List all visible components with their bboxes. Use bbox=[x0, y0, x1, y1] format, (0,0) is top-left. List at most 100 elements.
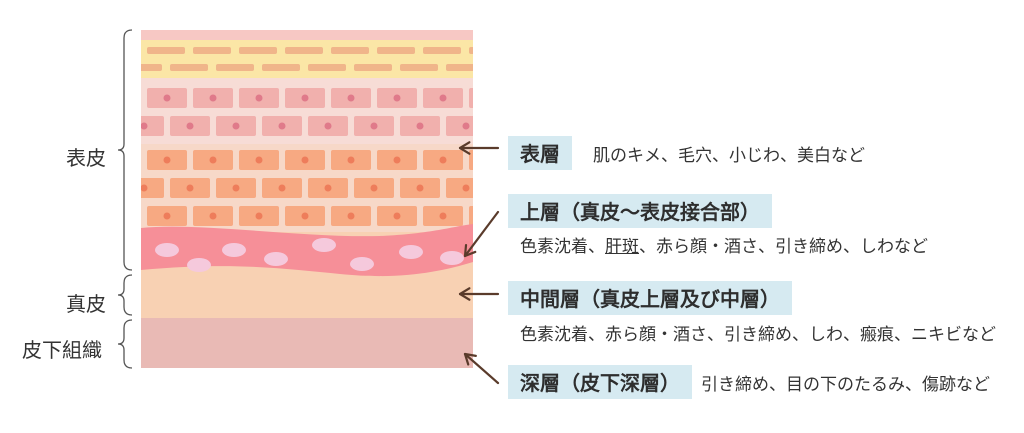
horny-brick bbox=[147, 47, 185, 54]
label-epidermis: 表皮 bbox=[66, 146, 106, 170]
bracket-epidermis bbox=[117, 29, 133, 271]
horny-brick bbox=[262, 64, 300, 71]
desc-surface-layer: 肌のキメ、毛穴、小じわ、美白など bbox=[593, 146, 865, 166]
horny-brick bbox=[446, 64, 473, 71]
cell-oval bbox=[350, 257, 374, 271]
horny-brick bbox=[377, 47, 415, 54]
cell-nucleus bbox=[347, 94, 355, 102]
horny-layer bbox=[141, 40, 473, 78]
cell-nucleus bbox=[439, 156, 447, 164]
cell-nucleus bbox=[416, 184, 424, 192]
label-dermis: 真皮 bbox=[66, 292, 106, 316]
cell-nucleus bbox=[141, 122, 148, 130]
cell-nucleus bbox=[486, 213, 493, 220]
cell-oval bbox=[155, 243, 179, 257]
horny-brick bbox=[423, 47, 461, 54]
cell-nucleus bbox=[301, 212, 309, 220]
horny-brick bbox=[308, 64, 346, 71]
cell-nucleus bbox=[232, 122, 240, 130]
arrow-middle-layer bbox=[458, 287, 500, 301]
horny-brick bbox=[331, 47, 369, 54]
spiny-cell bbox=[446, 116, 473, 136]
cell-nucleus bbox=[209, 94, 217, 102]
cell-nucleus bbox=[163, 94, 171, 102]
cell-oval bbox=[399, 245, 423, 259]
basal-cell bbox=[469, 206, 473, 226]
pointer-arrows bbox=[458, 141, 500, 385]
spiny-cell bbox=[469, 88, 473, 108]
arrowhead bbox=[458, 287, 471, 301]
horny-brick bbox=[193, 47, 231, 54]
arrowhead bbox=[458, 141, 471, 155]
arrowhead bbox=[463, 352, 477, 366]
cell-nucleus bbox=[301, 156, 309, 164]
desc-deep-layer: 引き締め、目の下のたるみ、傷跡など bbox=[701, 375, 990, 395]
cell-nucleus bbox=[209, 212, 217, 220]
arrow-deep-layer bbox=[463, 352, 500, 385]
skin-cross-section bbox=[141, 30, 493, 368]
horny-brick bbox=[469, 47, 473, 54]
desc-middle-layer: 色素沈着、赤ら顔・酒さ、引き締め、しわ、瘢痕、ニキビなど bbox=[520, 325, 996, 345]
horny-brick bbox=[400, 64, 438, 71]
arrowhead bbox=[463, 243, 477, 258]
arrow-surface-layer bbox=[458, 141, 500, 155]
cell-nucleus bbox=[186, 122, 194, 130]
cell-oval bbox=[440, 251, 464, 265]
cell-nucleus bbox=[255, 94, 263, 102]
cell-oval bbox=[187, 258, 211, 272]
wavy-band bbox=[141, 224, 473, 277]
tag-upper-layer: 上層（真皮〜表皮接合部） bbox=[508, 194, 772, 228]
spiny-cell bbox=[141, 116, 164, 136]
cell-nucleus bbox=[370, 122, 378, 130]
horny-brick bbox=[170, 64, 208, 71]
basal-cell bbox=[446, 178, 473, 198]
cell-nucleus bbox=[439, 94, 447, 102]
cell-nucleus bbox=[324, 122, 332, 130]
cell-nucleus bbox=[186, 184, 194, 192]
cell-nucleus bbox=[301, 94, 309, 102]
arrow-shaft bbox=[463, 210, 500, 258]
basal-cell bbox=[469, 150, 473, 170]
cell-nucleus bbox=[255, 212, 263, 220]
horny-brick bbox=[216, 64, 254, 71]
tag-middle-layer: 中間層（真皮上層及び中層） bbox=[508, 281, 792, 315]
cell-nucleus bbox=[486, 157, 493, 164]
cell-oval bbox=[312, 238, 336, 252]
cell-nucleus bbox=[347, 156, 355, 164]
cell-nucleus bbox=[163, 156, 171, 164]
cell-nucleus bbox=[439, 212, 447, 220]
basal-cell bbox=[141, 178, 164, 198]
cell-nucleus bbox=[232, 184, 240, 192]
horny-brick bbox=[141, 64, 162, 71]
subcutaneous-layer bbox=[141, 318, 473, 368]
cell-nucleus bbox=[278, 122, 286, 130]
label-subcutaneous: 皮下組織 bbox=[22, 338, 102, 362]
cell-nucleus bbox=[370, 184, 378, 192]
cell-nucleus bbox=[324, 184, 332, 192]
desc-upper-layer: 色素沈着、肝斑、赤ら顔・酒さ、引き締め、しわなど bbox=[520, 237, 928, 257]
cell-nucleus bbox=[255, 156, 263, 164]
top-band bbox=[141, 30, 473, 40]
arrow-shaft bbox=[463, 352, 500, 385]
horny-brick bbox=[354, 64, 392, 71]
tag-deep-layer: 深層（皮下深層） bbox=[508, 365, 692, 399]
cell-nucleus bbox=[209, 156, 217, 164]
cell-nucleus bbox=[347, 212, 355, 220]
cell-nucleus bbox=[486, 95, 493, 102]
cell-nucleus bbox=[163, 212, 171, 220]
cell-nucleus bbox=[141, 184, 148, 192]
cell-nucleus bbox=[462, 184, 470, 192]
tag-surface-layer: 表層 bbox=[508, 136, 572, 170]
cell-nucleus bbox=[278, 184, 286, 192]
arrow-upper-layer bbox=[463, 210, 500, 258]
cell-nucleus bbox=[462, 122, 470, 130]
cell-nucleus bbox=[393, 212, 401, 220]
cell-nucleus bbox=[393, 94, 401, 102]
brackets bbox=[117, 29, 133, 369]
horny-brick bbox=[239, 47, 277, 54]
cell-oval bbox=[222, 243, 246, 257]
skin-layers bbox=[141, 30, 493, 368]
bracket-dermis bbox=[117, 274, 133, 316]
horny-brick bbox=[285, 47, 323, 54]
